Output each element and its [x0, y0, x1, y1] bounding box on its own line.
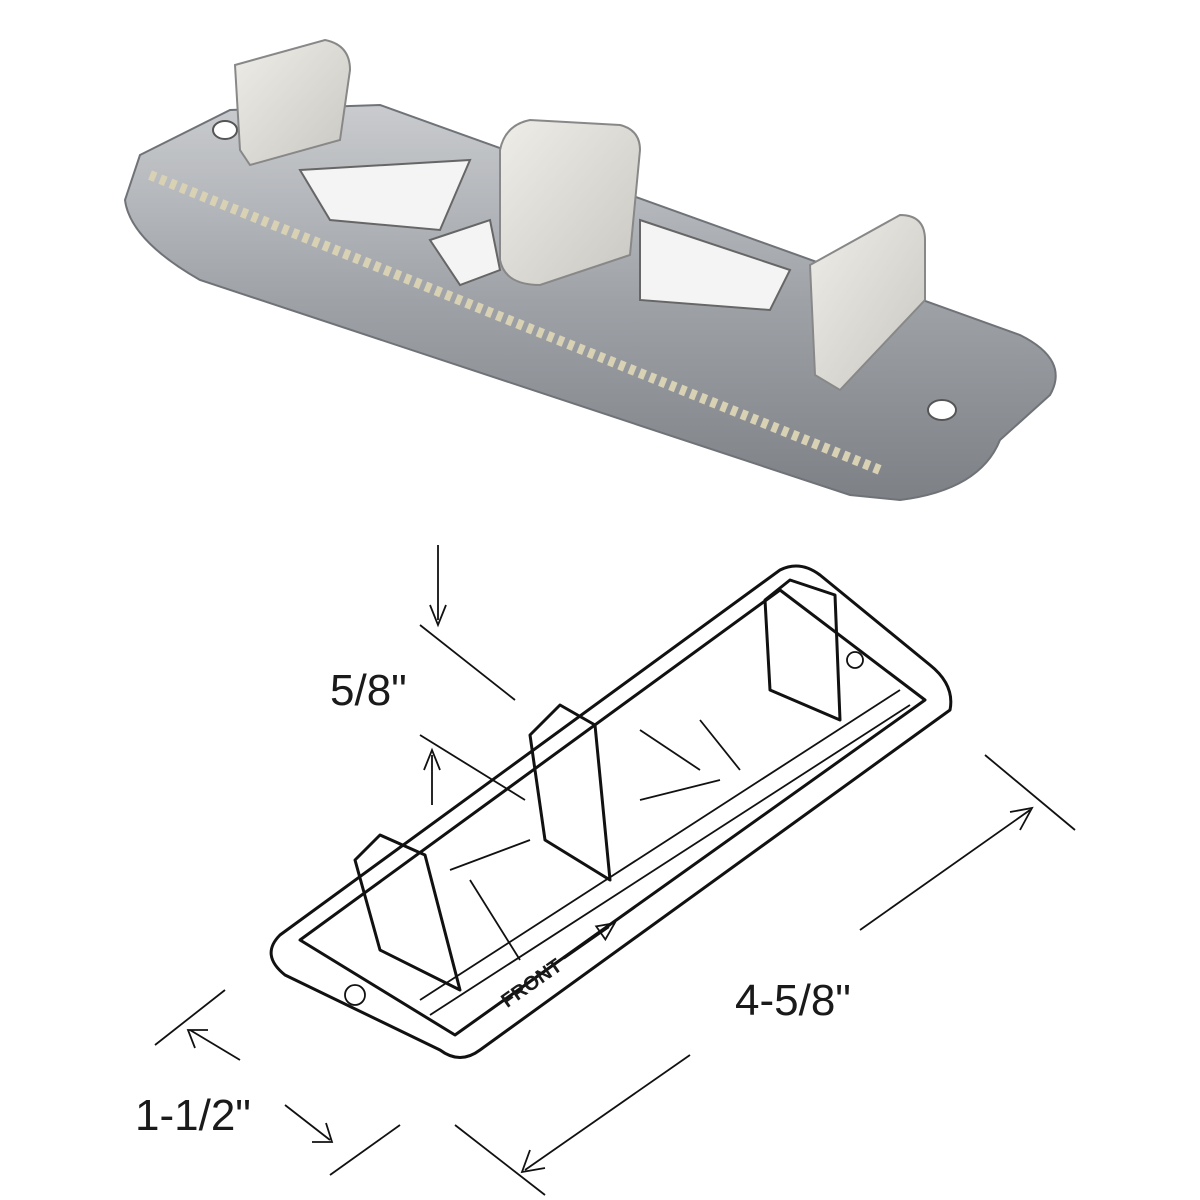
height-arrow-down	[429, 545, 447, 628]
dimension-drawing: FRONT 5/8" 4-5/8" 1-1/2"	[135, 545, 1076, 1196]
internal-ribs	[449, 719, 741, 961]
base-inner-rim	[298, 588, 927, 1037]
guide-post	[233, 38, 352, 167]
plate-slot	[428, 218, 502, 287]
screw-hole-drawing	[344, 984, 366, 1006]
length-arrow-lower	[520, 1054, 691, 1174]
height-arrow-up	[423, 747, 441, 805]
guide-post	[499, 118, 642, 287]
screw-hole-drawing	[846, 651, 864, 669]
width-arrow-lower	[284, 1104, 334, 1143]
width-dimension-label: 1-1/2"	[135, 1091, 251, 1140]
product-photo	[123, 38, 1057, 502]
rail	[419, 689, 911, 1016]
width-arrow-upper	[186, 1029, 241, 1061]
height-extension-line	[419, 624, 526, 801]
guide-left	[353, 833, 462, 992]
length-dimension-label: 4-5/8"	[735, 976, 851, 1025]
base-outline	[269, 564, 953, 1059]
guide-right	[763, 578, 842, 722]
length-extension-line	[454, 754, 1076, 1196]
height-dimension-label: 5/8"	[330, 666, 407, 715]
guide-post	[808, 213, 926, 392]
length-arrow-upper	[859, 806, 1034, 931]
plate-slot	[639, 218, 792, 312]
front-arrow	[563, 921, 617, 960]
plate-slot	[298, 158, 472, 232]
guide-center	[528, 703, 612, 882]
screw-hole	[927, 399, 957, 421]
screw-hole	[212, 120, 238, 140]
width-extension-line	[154, 989, 401, 1176]
front-label: FRONT	[497, 955, 566, 1013]
